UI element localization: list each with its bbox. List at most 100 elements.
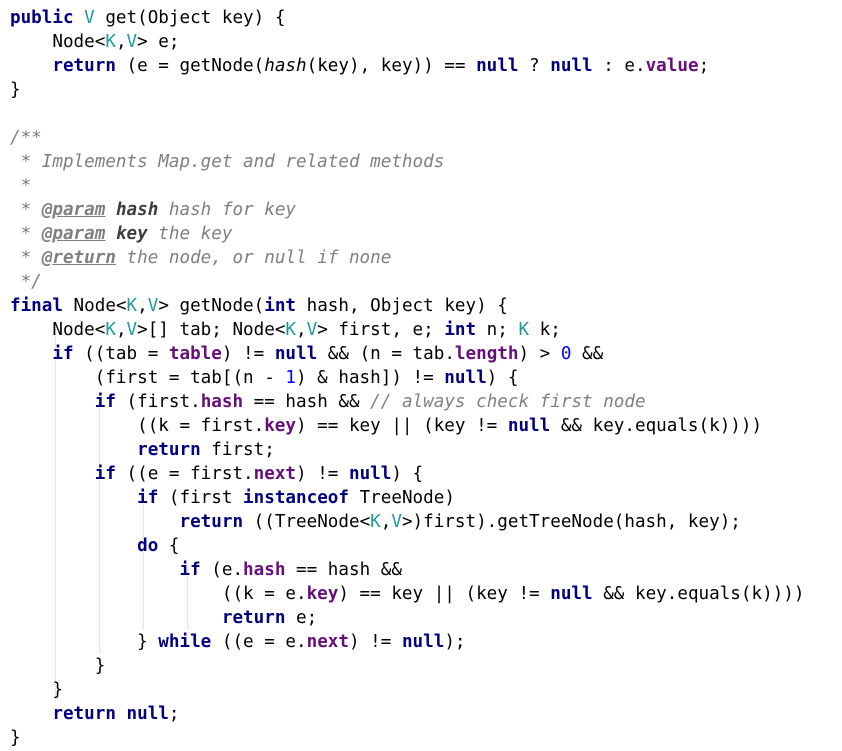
field-ref: key <box>264 416 296 436</box>
comment-text <box>105 224 116 244</box>
code-line[interactable]: final Node<K,V> getNode(int hash, Object… <box>10 294 508 318</box>
keyword: if <box>94 392 116 412</box>
comment-text: the key <box>147 224 233 244</box>
code-token: ((k = e. <box>10 584 307 604</box>
code-token: ((TreeNode< <box>243 512 371 532</box>
comment-text <box>105 200 116 220</box>
code-token <box>74 8 85 28</box>
field-ref: length <box>454 344 519 364</box>
keyword: public <box>10 8 74 28</box>
keyword: return <box>52 704 116 724</box>
code-line[interactable]: } <box>10 678 63 702</box>
keyword: return <box>52 56 116 76</box>
field-ref: hash <box>200 392 244 412</box>
keyword: instanceof <box>243 488 349 508</box>
keyword: null <box>274 344 318 364</box>
code-line[interactable]: return ((TreeNode<K,V>)first).getTreeNod… <box>10 510 741 534</box>
code-token: (e = getNode( <box>115 56 265 76</box>
code-token: ((k = first. <box>10 416 265 436</box>
field-ref: key <box>306 584 339 604</box>
code-token: == hash && <box>285 560 402 580</box>
code-line[interactable]: } <box>10 726 21 750</box>
code-line[interactable]: */ <box>10 270 42 294</box>
type-param: V <box>306 320 318 340</box>
code-token: TreeNode) <box>348 488 455 508</box>
code-token: > first, e; <box>317 320 445 340</box>
code-token: > getNode( <box>158 296 265 316</box>
keyword: int <box>444 320 477 340</box>
code-line[interactable]: * @param key the key <box>10 222 233 246</box>
type-param: K <box>105 320 116 340</box>
comment-text: * <box>10 200 42 220</box>
code-token: e; <box>285 608 318 628</box>
code-token <box>10 608 222 628</box>
code-token: >[] tab; Node< <box>137 320 286 340</box>
code-token <box>10 56 52 76</box>
code-token: ; <box>698 56 710 76</box>
comment-text: /** <box>10 128 42 148</box>
type-param: V <box>391 512 402 532</box>
code-line[interactable]: return null; <box>10 702 179 726</box>
code-line[interactable]: } while ((e = e.next) != null); <box>10 630 465 654</box>
code-line[interactable]: * <box>10 174 32 198</box>
code-line[interactable]: * @return the node, or null if none <box>10 246 392 270</box>
code-line[interactable]: return e; <box>10 606 317 630</box>
code-line[interactable]: /** <box>10 126 42 150</box>
code-line[interactable]: Node<K,V>[] tab; Node<K,V> first, e; int… <box>10 318 560 342</box>
code-token: ) { <box>391 464 424 484</box>
indent-guide <box>187 569 188 629</box>
code-token: ) == key || (key != <box>338 584 551 604</box>
code-token: >)first).getTreeNode(hash, key); <box>401 512 741 532</box>
keyword: while <box>158 632 212 652</box>
code-line[interactable]: if (first instanceof TreeNode) <box>10 486 455 510</box>
keyword: if <box>52 344 74 364</box>
code-token <box>116 704 127 724</box>
type-param: K <box>285 320 297 340</box>
code-token: && <box>571 344 604 364</box>
code-line[interactable]: ((k = first.key) == key || (key != null … <box>10 414 762 438</box>
code-token: > e; <box>137 32 180 52</box>
code-line[interactable]: if (e.hash == hash && <box>10 558 402 582</box>
keyword: null <box>507 416 551 436</box>
code-token: (first = tab[(n - <box>10 368 286 388</box>
comment-text: * <box>10 248 42 268</box>
code-line[interactable]: Node<K,V> e; <box>10 30 180 54</box>
code-token: ) { <box>486 368 519 388</box>
code-line[interactable]: ((k = e.key) == key || (key != null && k… <box>10 582 805 606</box>
code-line[interactable]: if (first.hash == hash && // always chec… <box>10 390 646 414</box>
code-token: (e. <box>200 560 244 580</box>
code-line[interactable]: return first; <box>10 438 275 462</box>
code-line[interactable]: } <box>10 654 106 678</box>
code-token: } <box>10 632 159 652</box>
code-line[interactable]: public V get(Object key) { <box>10 6 285 30</box>
code-token: } <box>10 680 63 700</box>
code-token: Node< <box>62 296 127 316</box>
code-token: , <box>115 32 127 52</box>
code-line[interactable]: * Implements Map.get and related methods <box>10 150 445 174</box>
code-token: Node< <box>10 320 106 340</box>
code-line[interactable]: } <box>10 78 21 102</box>
code-token: && key.equals(k)))) <box>550 416 763 436</box>
keyword: return <box>179 512 244 532</box>
code-token <box>10 464 95 484</box>
field-ref: hash <box>243 560 286 580</box>
param-name: hash <box>115 200 159 220</box>
number-literal: 0 <box>560 344 572 364</box>
keyword: return <box>137 440 201 460</box>
code-token: get(Object key) { <box>94 8 286 28</box>
code-line[interactable]: if ((e = first.next) != null) { <box>10 462 423 486</box>
code-token <box>10 704 52 724</box>
code-token: , <box>380 512 392 532</box>
keyword: null <box>476 56 519 76</box>
code-line[interactable]: do { <box>10 534 179 558</box>
code-line[interactable]: * @param hash hash for key <box>10 198 296 222</box>
code-line[interactable]: (first = tab[(n - 1) & hash]) != null) { <box>10 366 519 390</box>
code-token: Node< <box>10 32 106 52</box>
field-ref: value <box>645 56 699 76</box>
code-token: } <box>10 80 21 100</box>
keyword: return <box>221 608 286 628</box>
code-line[interactable]: if ((tab = table) != null && (n = tab.le… <box>10 342 603 366</box>
code-line[interactable]: return (e = getNode(hash(key), key)) == … <box>10 54 709 78</box>
keyword: null <box>444 368 487 388</box>
